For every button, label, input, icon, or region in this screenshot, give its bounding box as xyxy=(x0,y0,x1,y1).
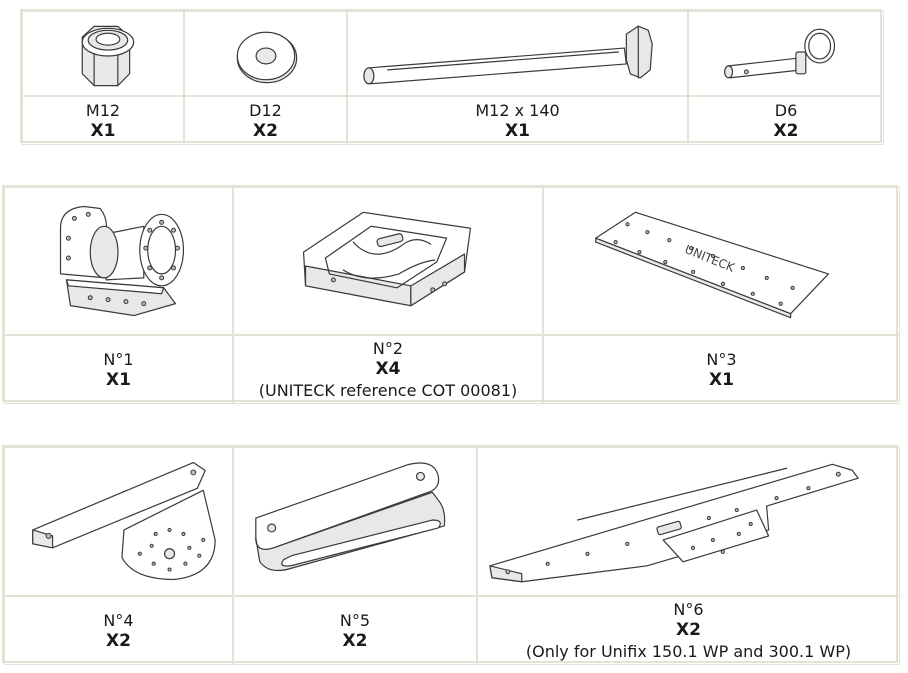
part-cell-1 xyxy=(4,187,233,335)
nut-icon xyxy=(23,12,183,96)
part-number: N°6 xyxy=(673,600,704,619)
part-name: D6 xyxy=(774,100,798,120)
part-label-5: N°5 X2 xyxy=(233,596,477,665)
hardware-cell-bolt xyxy=(347,11,688,96)
part-quantity: X2 xyxy=(253,120,278,141)
part-note: (Only for Unifix 150.1 WP and 300.1 WP) xyxy=(525,642,852,661)
hardware-cell-pin xyxy=(688,11,884,96)
part-quantity: X1 xyxy=(505,120,530,141)
hardware-label-nut: M12 X1 xyxy=(22,96,184,145)
part-quantity: X1 xyxy=(709,369,734,390)
part-quantity: X4 xyxy=(375,359,401,379)
hardware-label-washer: D12 X2 xyxy=(184,96,347,145)
part-quantity: X2 xyxy=(676,620,701,640)
hardware-table: M12 X1 D12 X2 M12 x 140 X1 D6 X2 xyxy=(20,9,884,145)
part-name: M12 xyxy=(85,100,121,120)
part-number: N°3 xyxy=(706,349,737,369)
part-label-3: N°3 X1 xyxy=(543,335,900,404)
parts-table-1: UNITECK N°1 X1 N°2 X4 (UNITECK reference… xyxy=(2,185,900,404)
slotted-arm-icon xyxy=(234,448,476,596)
part-quantity: X2 xyxy=(342,630,368,651)
washer-icon xyxy=(185,12,346,96)
plate-holes xyxy=(614,223,794,306)
part-name: M12 x 140 xyxy=(475,100,560,120)
bolt-icon xyxy=(348,12,687,96)
part-cell-2 xyxy=(233,187,543,335)
part-quantity: X2 xyxy=(773,120,799,141)
part-quantity: X1 xyxy=(90,120,116,141)
part-label-6: N°6 X2 (Only for Unifix 150.1 WP and 300… xyxy=(477,596,900,665)
part-cell-6 xyxy=(477,447,900,596)
part-cell-3: UNITECK xyxy=(543,187,900,335)
hardware-label-pin: D6 X2 xyxy=(688,96,884,145)
rail-holes xyxy=(506,472,840,574)
part-label-4: N°4 X2 xyxy=(4,596,233,665)
part-number: N°1 xyxy=(103,349,134,369)
hardware-cell-washer xyxy=(184,11,347,96)
parts-table-2: N°4 X2 N°5 X2 N°6 X2 (Only for Unifix 15… xyxy=(2,445,900,665)
hardware-cell-nut xyxy=(22,11,184,96)
part-quantity: X2 xyxy=(106,630,131,651)
part-number: N°4 xyxy=(103,610,134,630)
part-cell-5 xyxy=(233,447,477,596)
part-number: N°2 xyxy=(372,339,404,358)
part-label-1: N°1 X1 xyxy=(4,335,233,404)
part-quantity: X1 xyxy=(106,369,131,390)
mounting-plate-icon: UNITECK xyxy=(544,188,899,335)
part-note: (UNITECK reference COT 00081) xyxy=(258,381,518,400)
hardware-label-bolt: M12 x 140 X1 xyxy=(347,96,688,145)
long-rail-icon xyxy=(478,448,899,596)
part-number: N°5 xyxy=(339,610,371,630)
pin-icon xyxy=(689,12,883,96)
bolt-hole-pattern xyxy=(66,212,179,305)
saddle-clamp-icon xyxy=(234,188,542,335)
part-cell-4 xyxy=(4,447,233,596)
pivot-bracket-icon xyxy=(5,188,232,335)
part-label-2: N°2 X4 (UNITECK reference COT 00081) xyxy=(233,335,543,404)
tilt-arm-holes xyxy=(46,470,205,571)
part-name: D12 xyxy=(249,100,282,120)
tilt-arm-icon xyxy=(5,448,232,596)
